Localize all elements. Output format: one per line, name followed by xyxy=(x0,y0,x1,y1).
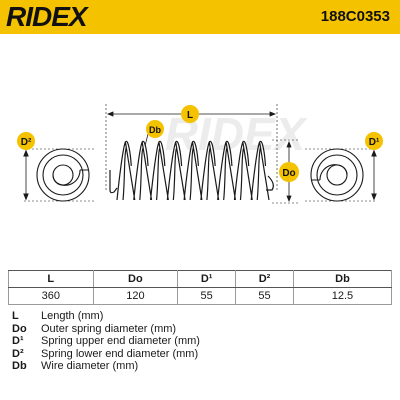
legend-text: Wire diameter (mm) xyxy=(41,360,139,372)
d1-badge: D¹ xyxy=(365,132,383,150)
legend: L Length (mm) Do Outer spring diameter (… xyxy=(12,310,200,373)
spring-end-view-left xyxy=(23,148,95,202)
legend-row-do: Do Outer spring diameter (mm) xyxy=(12,323,200,336)
header-cell-l: L xyxy=(8,270,94,288)
legend-key: D¹ xyxy=(12,335,24,347)
legend-key: Db xyxy=(12,360,27,372)
header-cell-d2: D² xyxy=(235,270,294,288)
legend-text: Spring lower end diameter (mm) xyxy=(41,347,199,360)
outer-diameter-label: Do xyxy=(282,168,295,179)
legend-text: Length (mm) xyxy=(41,310,104,322)
spring-end-view-right xyxy=(305,148,377,202)
legend-text: Outer spring diameter (mm) xyxy=(41,322,177,335)
spec-value-row: 360 120 55 55 12.5 xyxy=(8,287,393,305)
header-cell-do: Do xyxy=(92,270,179,288)
legend-row-db: Db Wire diameter (mm) xyxy=(12,360,200,373)
legend-key: D² xyxy=(12,347,24,360)
spec-header-row: L Do D¹ D² Db xyxy=(8,270,393,288)
d1-label: D¹ xyxy=(369,137,380,148)
legend-row-d1: D¹ Spring upper end diameter (mm) xyxy=(12,335,200,348)
wire-diameter-label: Db xyxy=(149,125,161,135)
wire-diameter-badge: Db xyxy=(144,120,164,147)
d2-badge: D² xyxy=(17,132,35,150)
legend-text: Spring upper end diameter (mm) xyxy=(41,335,200,347)
value-cell-l: 360 xyxy=(8,287,94,305)
spring-drawing: RIDEX D² D¹ L xyxy=(17,104,383,204)
header-cell-d1: D¹ xyxy=(177,270,237,288)
value-cell-d2: 55 xyxy=(235,287,294,305)
value-cell-d1: 55 xyxy=(177,287,237,305)
outer-diameter-badge: Do xyxy=(279,162,299,182)
value-cell-do: 120 xyxy=(92,287,179,305)
brand-logo: RIDEX xyxy=(6,1,88,32)
legend-row-l: L Length (mm) xyxy=(12,310,200,323)
spring-coils xyxy=(109,140,274,201)
coil-end-left xyxy=(109,170,118,194)
part-number: 188C0353 xyxy=(320,8,390,25)
length-label: L xyxy=(187,110,193,121)
legend-row-d2: D² Spring lower end diameter (mm) xyxy=(12,348,200,361)
length-badge: L xyxy=(181,105,199,123)
header-cell-db: Db xyxy=(292,270,393,288)
value-cell-db: 12.5 xyxy=(292,287,393,305)
legend-key: L xyxy=(12,310,19,322)
coil-path xyxy=(116,140,270,201)
legend-key: Do xyxy=(12,322,27,335)
d2-label: D² xyxy=(21,137,32,148)
coil-end-right xyxy=(266,175,274,191)
header-bar: RIDEX 188C0353 xyxy=(0,0,400,34)
spec-table: L Do D¹ D² Db 360 120 55 55 12.5 xyxy=(8,270,393,305)
